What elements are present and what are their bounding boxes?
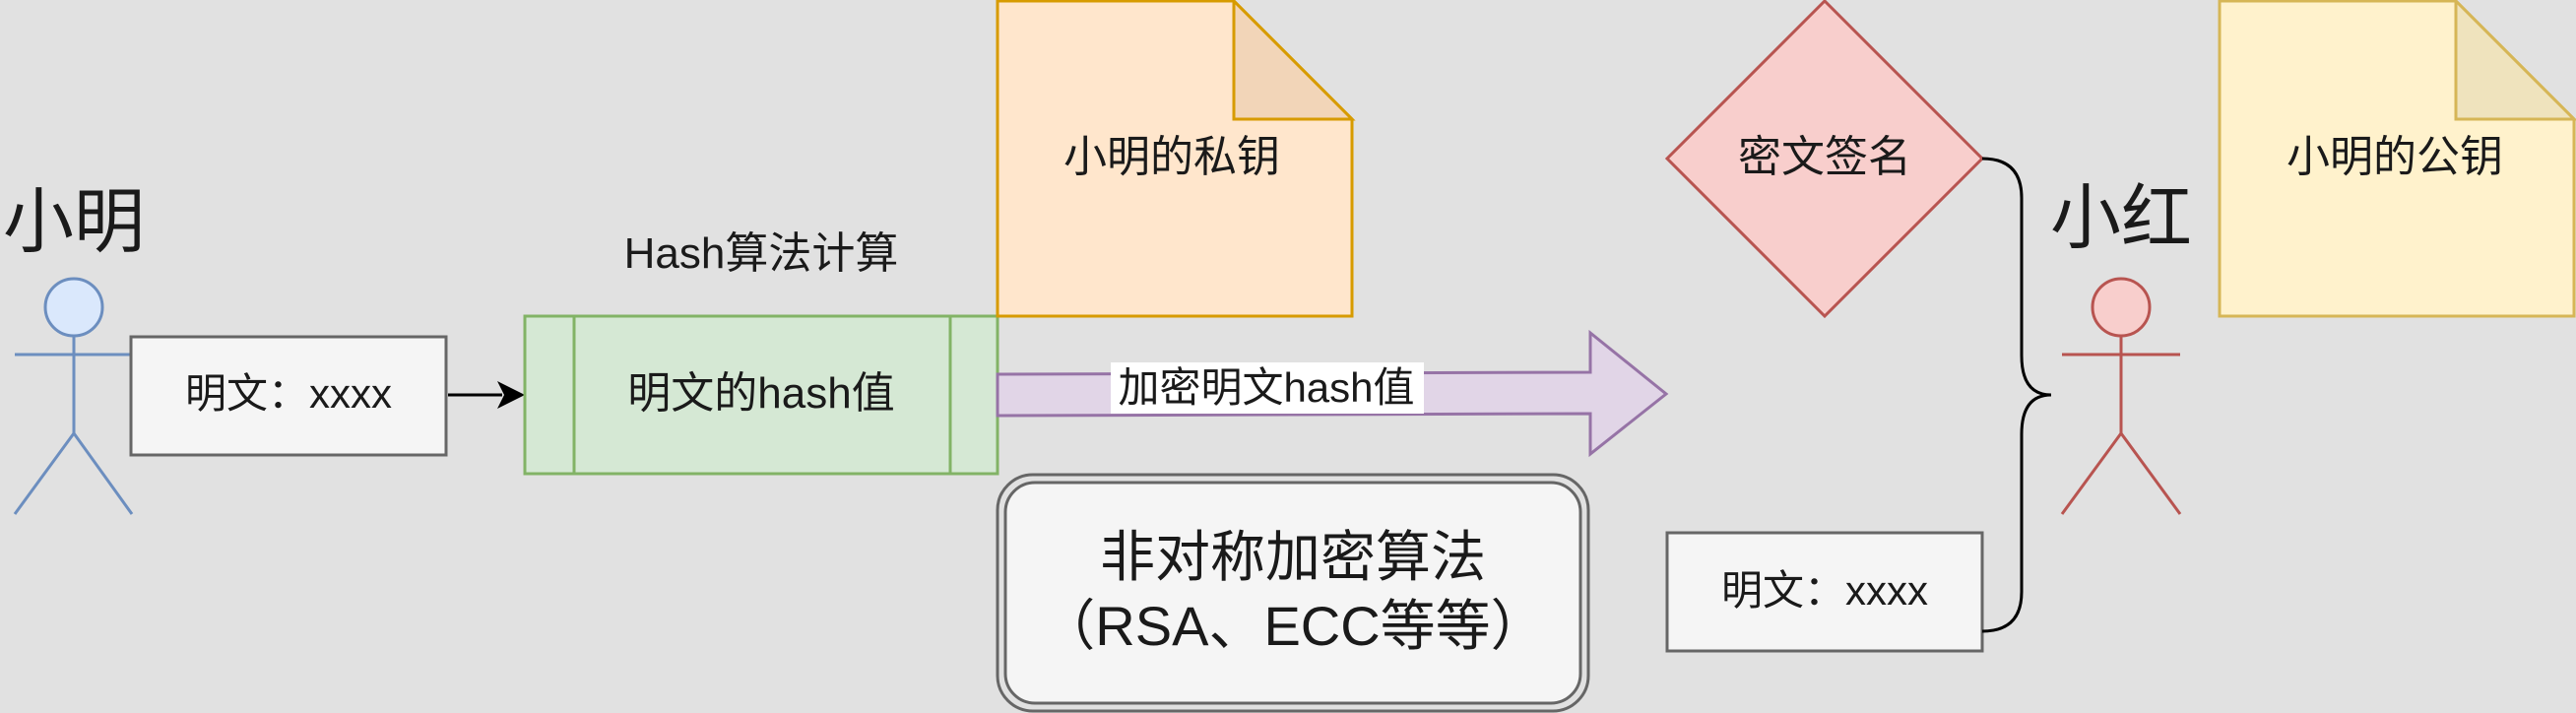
private-key-label: 小明的私钥 (1063, 133, 1280, 181)
hash-value-box (523, 314, 999, 476)
hash-caption: Hash算法计算 (624, 229, 899, 278)
sender-plaintext-box (129, 335, 448, 457)
sender-actor-name: 小明 (3, 183, 145, 262)
public-key-label: 小明的公钥 (2286, 133, 2503, 181)
encrypt-arrow-label-bg (1111, 362, 1424, 414)
signature-diamond (1664, 0, 1985, 319)
private-key-note (996, 0, 1356, 318)
encrypt-arrow-label: 加密明文hash值 (1118, 364, 1414, 411)
sender-actor-head (43, 277, 104, 338)
receiver-actor-name: 小红 (2050, 179, 2192, 258)
algorithm-line-2: （RSA、ECC等等） (1040, 595, 1545, 657)
algorithm-line-1: 非对称加密算法 (1100, 526, 1486, 588)
receiver-actor-head (2091, 277, 2152, 338)
signature-label: 密文签名 (1738, 133, 1911, 181)
hash-value-label: 明文的hash值 (627, 369, 894, 418)
receiver-plaintext-box (1665, 531, 1984, 653)
public-key-note (2218, 0, 2576, 318)
hash-input-arrow (448, 381, 525, 409)
combine-brace (1981, 157, 2052, 633)
sender-plaintext-label: 明文：xxxx (185, 370, 392, 417)
sender-actor (13, 277, 134, 515)
receiver-actor (2060, 277, 2182, 515)
algorithm-box (996, 473, 1590, 713)
receiver-plaintext-label: 明文：xxxx (1721, 567, 1928, 614)
